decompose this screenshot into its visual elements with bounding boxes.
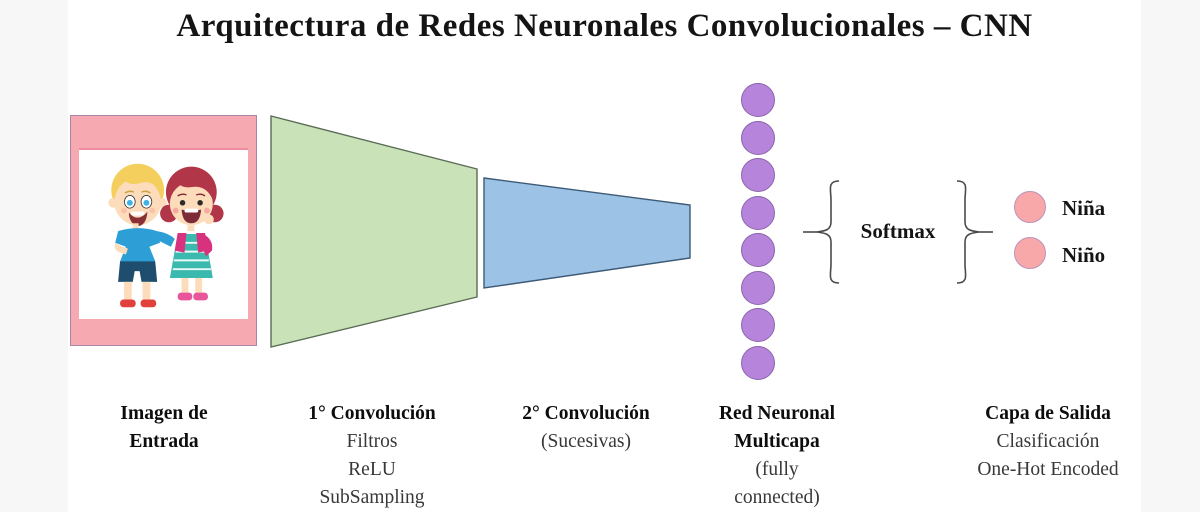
stage-label-conv1: 1° Convolución Filtros ReLU SubSampling: [287, 400, 457, 512]
stage-label-line: Red Neuronal: [718, 403, 836, 424]
conv2-trapezoid: [483, 177, 691, 289]
neuron-column: [741, 83, 775, 380]
neuron-node: [741, 308, 775, 342]
stage-label-line: (Sucesivas): [541, 431, 631, 452]
stage-label-line: Filtros: [346, 431, 398, 452]
stage-label-line: Multicapa: [734, 431, 820, 452]
input-image-frame: [70, 115, 257, 346]
right-brace-icon: [956, 180, 993, 284]
left-margin: [0, 0, 68, 512]
softmax-label: Softmax: [860, 219, 936, 243]
stage-label-line: Capa de Salida: [985, 403, 1111, 424]
boy-figure: [107, 163, 175, 308]
neuron-node: [741, 233, 775, 267]
stage-label-conv2: 2° Convolución (Sucesivas): [496, 400, 676, 456]
output-label-nina: Niña: [1062, 196, 1106, 220]
stage-label-output: Capa de Salida Clasificación One-Hot Enc…: [948, 400, 1148, 484]
right-margin: [1141, 0, 1200, 512]
stage-label-line: (fully: [755, 459, 799, 480]
diagram-title: Arquitectura de Redes Neuronales Convolu…: [176, 8, 1033, 44]
stage-label-dense: Red Neuronal Multicapa (fully connected): [697, 400, 857, 512]
neuron-node: [741, 158, 775, 192]
output-circle-nino: [1014, 237, 1046, 269]
left-brace-icon: [803, 180, 840, 284]
output-circle-nina: [1014, 191, 1046, 223]
input-image: [79, 148, 248, 319]
stage-label-line: One-Hot Encoded: [977, 459, 1119, 480]
stage-label-line: ReLU: [348, 459, 396, 480]
stage-label-line: Clasificación: [996, 431, 1100, 452]
stage-label-line: SubSampling: [319, 487, 425, 508]
stage-label-line: Imagen de: [120, 403, 208, 424]
stage-label-line: 2° Convolución: [522, 403, 650, 424]
stage-label-line: Entrada: [129, 431, 199, 452]
children-photo-icon: [107, 163, 224, 308]
stage-label-line: connected): [734, 487, 820, 508]
neuron-node: [741, 120, 775, 155]
neuron-node: [741, 195, 775, 230]
conv1-trapezoid: [270, 115, 478, 348]
neuron-node: [741, 270, 775, 305]
output-label-nino: Niño: [1062, 243, 1106, 267]
girl-figure: [159, 166, 224, 301]
stage-label-line: 1° Convolución: [308, 403, 436, 424]
neuron-node: [741, 345, 775, 380]
neuron-node: [741, 83, 775, 117]
stage-label-input: Imagen de Entrada: [84, 400, 244, 456]
